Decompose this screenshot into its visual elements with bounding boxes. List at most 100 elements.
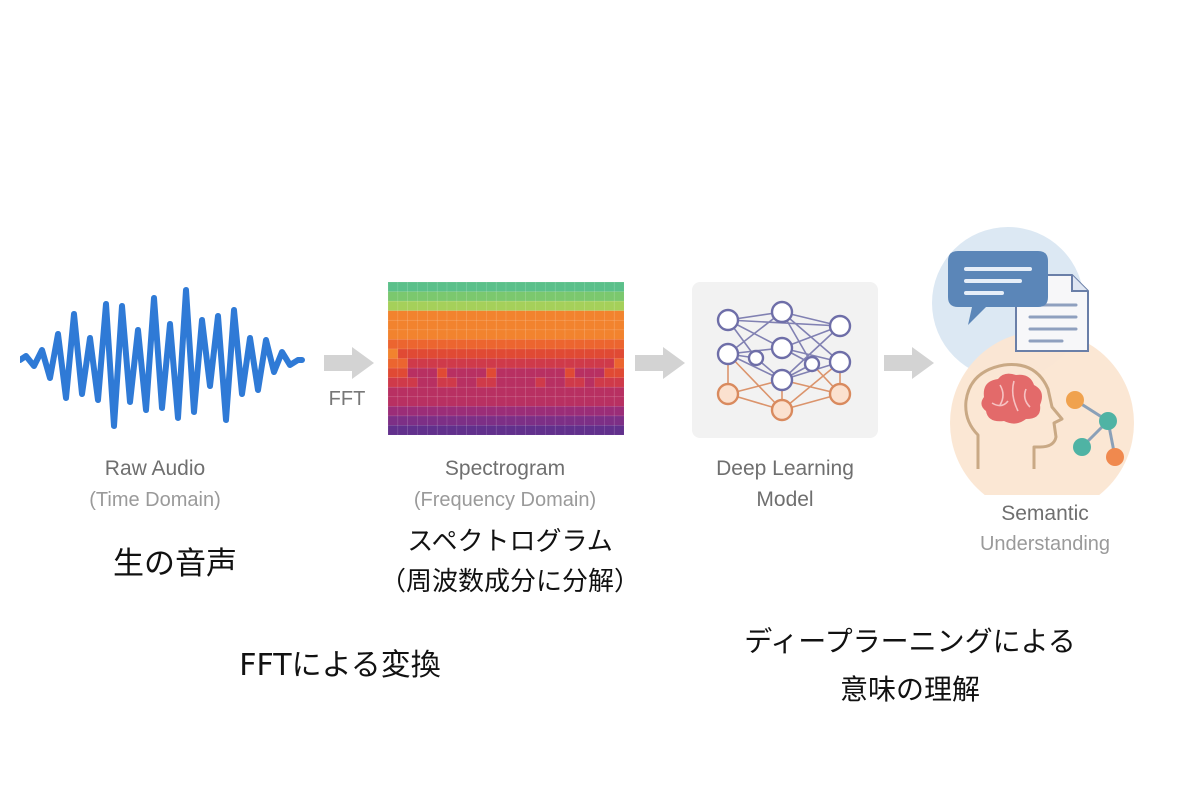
spectrogram-cell xyxy=(545,291,556,302)
spectrogram-cell xyxy=(476,310,487,321)
spectrogram-cell xyxy=(604,281,615,293)
spectrogram-cell xyxy=(545,339,556,350)
spectrogram-cell xyxy=(427,367,438,379)
spectrogram-jp-label-1: スペクトログラム xyxy=(407,527,613,557)
spectrogram-cell xyxy=(515,425,527,436)
spectrogram-cell xyxy=(417,291,428,302)
spectrogram-cell xyxy=(456,319,468,331)
spectrogram-cell xyxy=(545,310,556,321)
spectrogram-cell xyxy=(535,396,546,407)
spectrogram-cell xyxy=(613,367,625,379)
raw-audio-subtitle: (Time Domain) xyxy=(89,489,221,511)
spectrogram-cell xyxy=(515,415,527,426)
spectrogram-cell xyxy=(495,425,507,436)
spectrogram-cell xyxy=(564,396,576,407)
spectrogram-cell xyxy=(554,348,566,359)
spectrogram-cell xyxy=(505,310,517,321)
spectrogram-cell xyxy=(456,339,468,350)
spectrogram-cell xyxy=(604,358,615,369)
spectrogram-cell xyxy=(495,396,507,407)
semantic-title-1: Semantic xyxy=(1001,502,1089,525)
spectrogram-cell xyxy=(594,425,605,436)
spectrogram-cell xyxy=(535,319,546,331)
spectrogram-cell xyxy=(387,348,399,359)
spectrogram-cell xyxy=(525,367,537,379)
spectrogram-cell xyxy=(554,281,566,293)
spectrogram-cell xyxy=(486,329,497,340)
spectrogram-cell xyxy=(466,377,477,388)
spectrogram-cell xyxy=(545,377,556,388)
spectrogram-cell xyxy=(486,300,497,312)
spectrogram-cell xyxy=(456,415,468,426)
spectrogram-cell xyxy=(574,396,586,407)
spectrogram-cell xyxy=(554,329,566,340)
arrow-right-icon xyxy=(635,347,685,379)
spectrogram-cell xyxy=(564,291,576,302)
spectrogram-cell xyxy=(613,281,625,293)
spectrogram-cell xyxy=(535,377,546,388)
spectrogram-cell xyxy=(613,358,625,369)
spectrogram-cell xyxy=(397,329,409,340)
spectrogram-cell xyxy=(564,358,576,369)
spectrogram-cell xyxy=(515,386,527,398)
spectrogram-cell xyxy=(564,329,576,340)
spectrogram-cell xyxy=(535,310,546,321)
spectrogram-cell xyxy=(446,425,458,436)
spectrogram-cell xyxy=(525,281,537,293)
spectrogram-cell xyxy=(495,377,507,388)
spectrogram-cell xyxy=(486,386,497,398)
spectrogram-cell xyxy=(495,281,507,293)
spectrogram-cell xyxy=(407,300,418,312)
spectrogram-cell xyxy=(535,386,546,398)
spectrogram-cell xyxy=(574,367,586,379)
spectrogram-cell xyxy=(407,310,418,321)
spectrogram-cell xyxy=(604,300,615,312)
spectrogram-cell xyxy=(554,386,566,398)
spectrogram-cell xyxy=(495,329,507,340)
spectrogram-cell xyxy=(545,367,556,379)
spectrogram-cell xyxy=(446,396,458,407)
spectrogram-cell xyxy=(613,425,625,436)
spectrogram-cell xyxy=(554,310,566,321)
spectrogram-cell xyxy=(613,329,625,340)
neural-network-icon xyxy=(716,300,852,422)
spectrogram-cell xyxy=(476,425,487,436)
spectrogram-cell xyxy=(476,339,487,350)
spectrogram-cell xyxy=(387,396,399,407)
graph-nodes-icon xyxy=(1066,391,1124,466)
spectrogram-cell xyxy=(554,300,566,312)
spectrogram-cell xyxy=(446,310,458,321)
semantic-title-2: Understanding xyxy=(979,533,1111,555)
spectrogram-cell xyxy=(446,348,458,359)
spectrogram-cell xyxy=(476,329,487,340)
spectrogram-cell xyxy=(525,300,537,312)
spectrogram-cell xyxy=(427,406,438,417)
spectrogram-cell xyxy=(613,291,625,302)
spectrogram-cell xyxy=(515,339,527,350)
spectrogram-cell xyxy=(515,367,527,379)
spectrogram-cell xyxy=(486,367,497,379)
spectrogram-cell xyxy=(417,339,428,350)
spectrogram-cell xyxy=(535,329,546,340)
spectrogram-cell xyxy=(407,377,418,388)
spectrogram-cell xyxy=(545,425,556,436)
spectrogram-cell xyxy=(446,291,458,302)
spectrogram-cell xyxy=(397,291,409,302)
spectrogram-cell xyxy=(505,319,517,331)
spectrogram-cell xyxy=(456,281,468,293)
spectrogram-cell xyxy=(466,348,477,359)
spectrogram-cell xyxy=(545,319,556,331)
spectrogram-cell xyxy=(613,300,625,312)
fft-label: FFT xyxy=(328,388,366,410)
spectrogram-cell xyxy=(417,281,428,293)
model-title-1: Deep Learning xyxy=(716,457,854,480)
spectrogram-cell xyxy=(486,425,497,436)
spectrogram-cell xyxy=(476,367,487,379)
spectrogram-cell xyxy=(417,396,428,407)
spectrogram-cell xyxy=(564,415,576,426)
spectrogram-cell xyxy=(387,291,399,302)
spectrogram-cell xyxy=(427,415,438,426)
spectrogram-cell xyxy=(466,339,477,350)
spectrogram-cell xyxy=(545,386,556,398)
spectrogram-cell xyxy=(427,300,438,312)
